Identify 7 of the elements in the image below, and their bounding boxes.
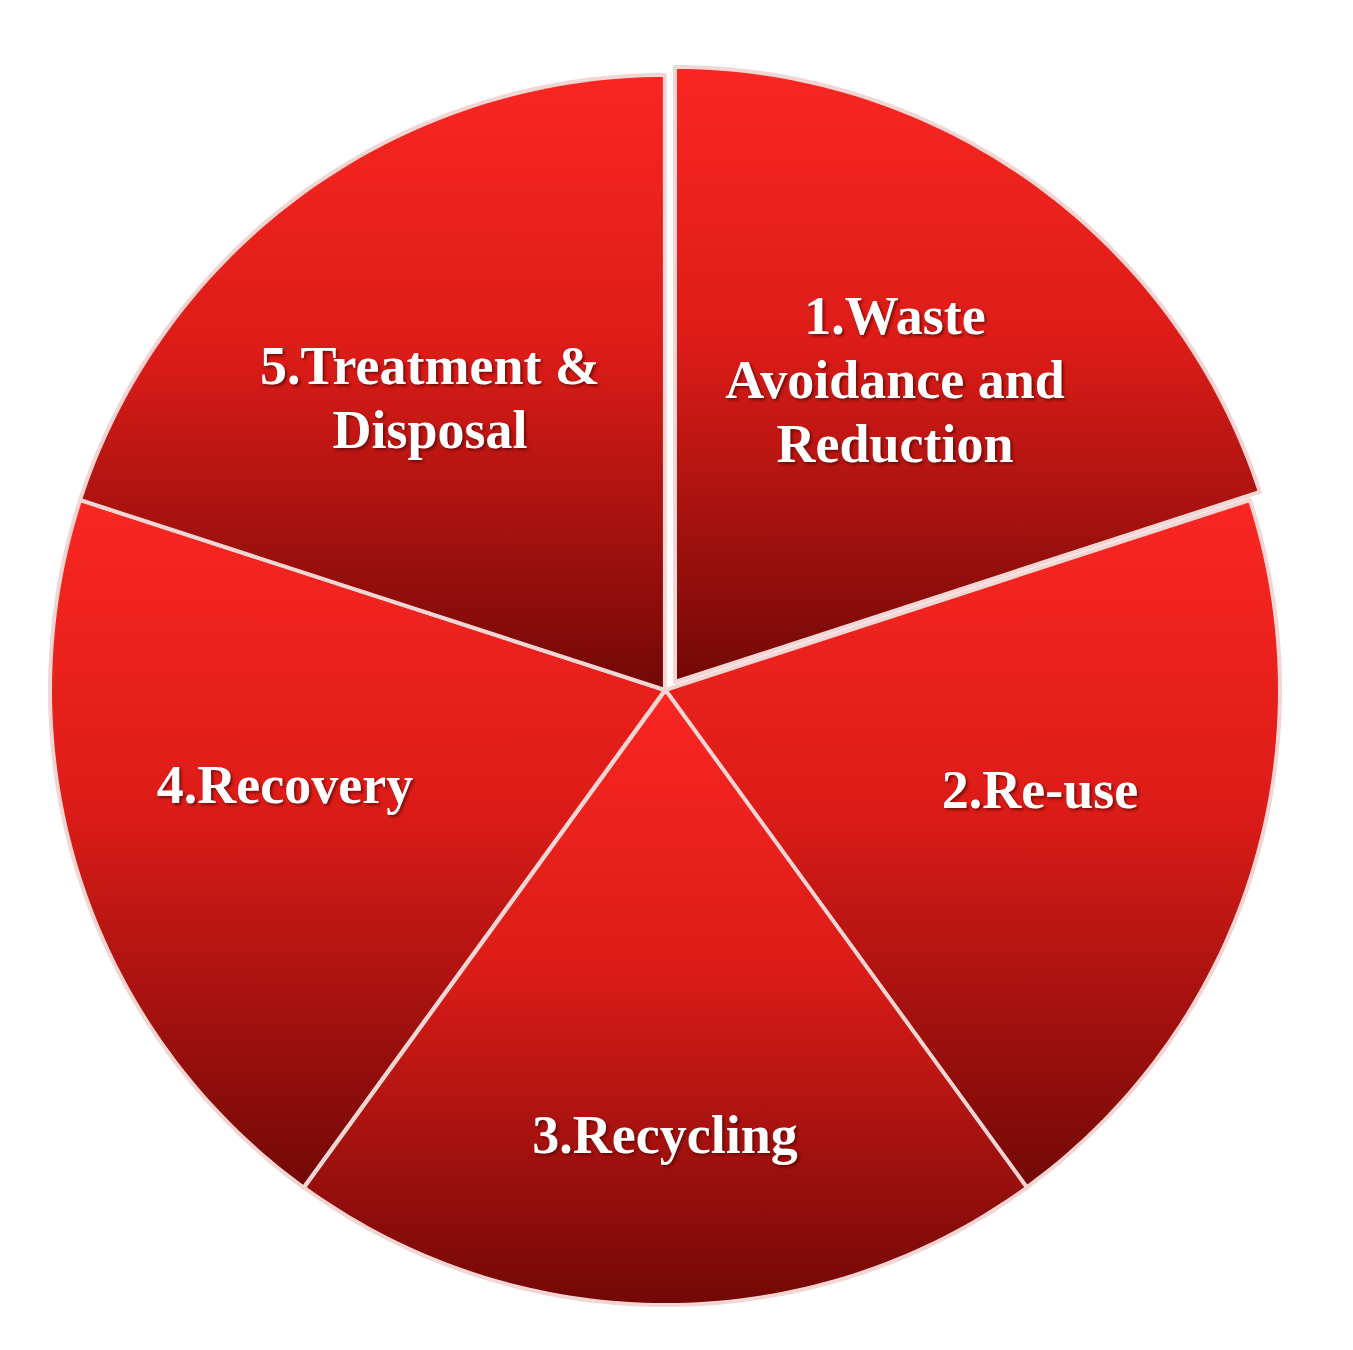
segment-label: 3.Recycling	[531, 1104, 799, 1167]
segment-label: 5.Treatment & Disposal	[259, 335, 601, 462]
segment-label: 4.Recovery	[155, 754, 415, 817]
segment-label: 1.Waste Avoidance and Reduction	[724, 285, 1066, 476]
segment-label: 2.Re-use	[940, 759, 1140, 822]
pie-segment	[675, 67, 1260, 682]
pie-segment	[80, 75, 665, 690]
